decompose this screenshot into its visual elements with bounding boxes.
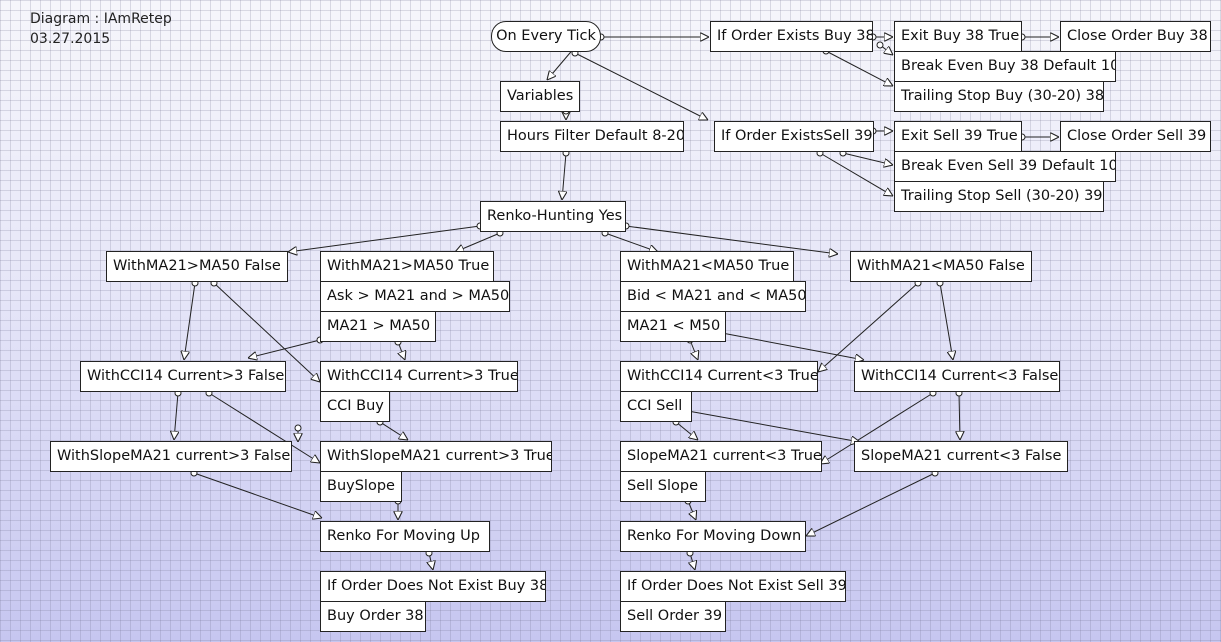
cci-sell-node[interactable]: CCI Sell — [620, 391, 692, 422]
if-order-exists-buy-node[interactable]: If Order Exists Buy 38 — [710, 21, 873, 52]
no-order-sell-node[interactable]: If Order Does Not Exist Sell 39 — [620, 571, 846, 602]
connector-arrow — [939, 282, 953, 360]
connector-arrow — [574, 52, 708, 120]
cci-gt-true-node[interactable]: WithCCI14 Current>3 True — [320, 361, 518, 392]
break-even-buy-node[interactable]: Break Even Buy 38 Default 10 — [894, 51, 1116, 82]
connector-arrow — [184, 282, 196, 360]
connector-arrow — [625, 225, 838, 254]
connector-arrow — [604, 232, 658, 252]
cci-buy-node[interactable]: CCI Buy — [320, 391, 390, 422]
connector-arrow — [690, 552, 695, 570]
ma-gt-true-node[interactable]: WithMA21>MA50 True — [320, 251, 494, 282]
connector-arrow — [288, 225, 481, 252]
connector-arrow — [806, 472, 936, 536]
connector-arrow — [959, 392, 960, 440]
renko-down-node[interactable]: Renko For Moving Down — [620, 521, 806, 552]
buy-slope-node[interactable]: BuySlope — [320, 471, 402, 502]
connector-arrow — [379, 421, 408, 440]
ma21-lt-m50-node[interactable]: MA21 < M50 — [620, 311, 726, 342]
connector-arrow — [562, 152, 566, 200]
connector-arrow — [174, 392, 178, 440]
cci-gt-false-node[interactable]: WithCCI14 Current>3 False — [80, 361, 286, 392]
connector-arrow — [687, 500, 696, 520]
exit-sell-node[interactable]: Exit Sell 39 True — [894, 121, 1022, 152]
connector-arrow — [819, 152, 893, 196]
connector-arrow — [675, 421, 698, 440]
ma-gt-false-node[interactable]: WithMA21>MA50 False — [106, 251, 288, 282]
close-order-sell-node[interactable]: Close Order Sell 39 — [1060, 121, 1211, 152]
cci-lt-true-node[interactable]: WithCCI14 Current<3 True — [620, 361, 818, 392]
connector-arrow — [721, 332, 864, 360]
connector-arrow — [429, 552, 433, 570]
close-order-buy-node[interactable]: Close Order Buy 38 — [1060, 21, 1211, 52]
buy-order-node[interactable]: Buy Order 38 — [320, 601, 426, 632]
connector-arrow — [455, 232, 501, 252]
sell-order-node[interactable]: Sell Order 39 — [620, 601, 726, 632]
connector-port[interactable] — [876, 41, 884, 49]
renko-up-node[interactable]: Renko For Moving Up — [320, 521, 490, 552]
slope-gt-false-node[interactable]: WithSlopeMA21 current>3 False — [50, 441, 292, 472]
connector-arrow — [825, 50, 893, 86]
connector-arrow — [689, 339, 698, 360]
slope-gt-true-node[interactable]: WithSlopeMA21 current>3 True — [320, 441, 552, 472]
ma-lt-false-node[interactable]: WithMA21<MA50 False — [850, 251, 1032, 282]
connector-arrow — [248, 339, 321, 358]
exit-buy-node[interactable]: Exit Buy 38 True — [894, 21, 1022, 52]
ma-lt-true-node[interactable]: WithMA21<MA50 True — [620, 251, 794, 282]
connector-arrow — [397, 341, 405, 360]
cci-lt-false-node[interactable]: WithCCI14 Current<3 False — [854, 361, 1060, 392]
connector-arrow — [879, 44, 893, 55]
no-order-buy-node[interactable]: If Order Does Not Exist Buy 38 — [320, 571, 546, 602]
diagram-title: Diagram : IAmRetep — [30, 11, 172, 27]
hours-filter-node[interactable]: Hours Filter Default 8-20 — [500, 121, 684, 152]
connector-arrow — [687, 410, 860, 442]
diagram-date: 03.27.2015 — [30, 31, 111, 47]
if-order-exists-sell-node[interactable]: If Order ExistsSell 39 — [714, 121, 874, 152]
break-even-sell-node[interactable]: Break Even Sell 39 Default 10 — [894, 151, 1116, 182]
on-every-tick-node[interactable]: On Every Tick — [491, 21, 601, 52]
connector-arrow — [818, 282, 919, 372]
connector-arrow — [842, 152, 893, 165]
connector-port[interactable] — [294, 424, 302, 432]
trailing-stop-sell-node[interactable]: Trailing Stop Sell (30-20) 39 — [894, 181, 1104, 212]
trailing-stop-buy-node[interactable]: Trailing Stop Buy (30-20) 38 — [894, 81, 1104, 112]
sell-slope-node[interactable]: Sell Slope — [620, 471, 706, 502]
ask-condition-node[interactable]: Ask > MA21 and > MA50 — [320, 281, 510, 312]
slope-lt-false-node[interactable]: SlopeMA21 current<3 False — [854, 441, 1068, 472]
renko-hunting-node[interactable]: Renko-Hunting Yes — [480, 201, 626, 232]
bid-condition-node[interactable]: Bid < MA21 and < MA50 — [620, 281, 806, 312]
connector-arrow — [193, 472, 322, 518]
variables-node[interactable]: Variables — [500, 81, 580, 112]
ma21-gt-ma50-node[interactable]: MA21 > MA50 — [320, 311, 436, 342]
slope-lt-true-node[interactable]: SlopeMA21 current<3 True — [620, 441, 822, 472]
